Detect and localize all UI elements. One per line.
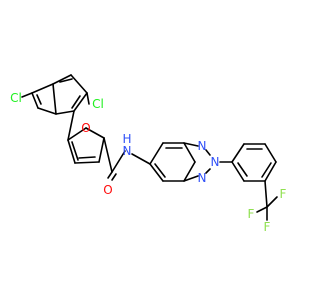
double-bond-inner xyxy=(237,162,248,177)
molecule-diagram: Cl Cl O O N H N N N F F F xyxy=(10,74,287,234)
bond xyxy=(52,83,57,115)
atom-label-h: H xyxy=(122,132,131,146)
bond-cf3 xyxy=(264,180,268,208)
furan-ring xyxy=(67,110,105,164)
atom-label-f-top: F xyxy=(280,187,287,201)
atom-label-f-bottom: F xyxy=(264,220,271,234)
bond-f xyxy=(256,206,268,213)
bond-co-double xyxy=(111,173,117,181)
bond xyxy=(31,92,39,109)
bond xyxy=(85,127,105,139)
bond xyxy=(37,107,57,115)
bond xyxy=(183,161,196,182)
bond xyxy=(73,92,88,112)
atom-label-cl-top: Cl xyxy=(92,97,104,111)
bond xyxy=(67,110,75,141)
bond xyxy=(231,161,245,182)
bond xyxy=(55,110,75,115)
atom-label-o-carbonyl: O xyxy=(103,183,112,197)
bond xyxy=(98,137,105,163)
atom-label-o-ring: O xyxy=(81,121,90,135)
benzotriazole xyxy=(149,142,211,182)
atom-label-cl-left: Cl xyxy=(10,91,22,105)
bond-n xyxy=(205,168,211,174)
bond xyxy=(103,137,113,173)
atom-label-nh: N xyxy=(123,144,132,158)
double-bond-inner xyxy=(154,163,166,178)
bond-cl xyxy=(21,92,33,98)
bond xyxy=(67,139,76,164)
bond xyxy=(70,74,88,94)
bond xyxy=(149,163,164,182)
atom-label-f-left: F xyxy=(248,207,255,221)
bond xyxy=(264,161,277,182)
bond-f xyxy=(266,196,278,208)
atom-label-n-bot: N xyxy=(198,171,207,185)
bond-n xyxy=(183,175,199,182)
amide-group xyxy=(103,137,151,181)
bond-n xyxy=(205,149,211,156)
double-bond-inner xyxy=(78,156,96,159)
bond xyxy=(31,83,54,94)
bond-cl xyxy=(86,92,90,105)
dichlorophenyl-ring xyxy=(21,74,90,115)
bond xyxy=(183,142,196,163)
bond xyxy=(149,142,164,165)
bond-cn xyxy=(111,150,126,173)
bond-n xyxy=(183,142,199,147)
double-bond-inner xyxy=(71,141,79,161)
double-bond-inner xyxy=(36,94,42,105)
bond xyxy=(231,143,245,163)
bond-co xyxy=(107,171,113,179)
bond xyxy=(67,127,87,141)
double-bond-inner xyxy=(59,78,73,83)
double-bond-inner xyxy=(261,162,272,178)
double-bond-inner xyxy=(71,95,81,109)
bond xyxy=(74,161,100,164)
atom-label-n-mid: N xyxy=(211,155,220,169)
bond xyxy=(264,143,277,163)
bond-n-aryl xyxy=(131,153,151,165)
atom-label-n-top: N xyxy=(198,139,207,153)
structure-svg: Cl Cl O O N H N N N F F F xyxy=(10,74,287,234)
bond xyxy=(52,74,72,85)
trifluoromethylphenyl xyxy=(219,143,278,221)
